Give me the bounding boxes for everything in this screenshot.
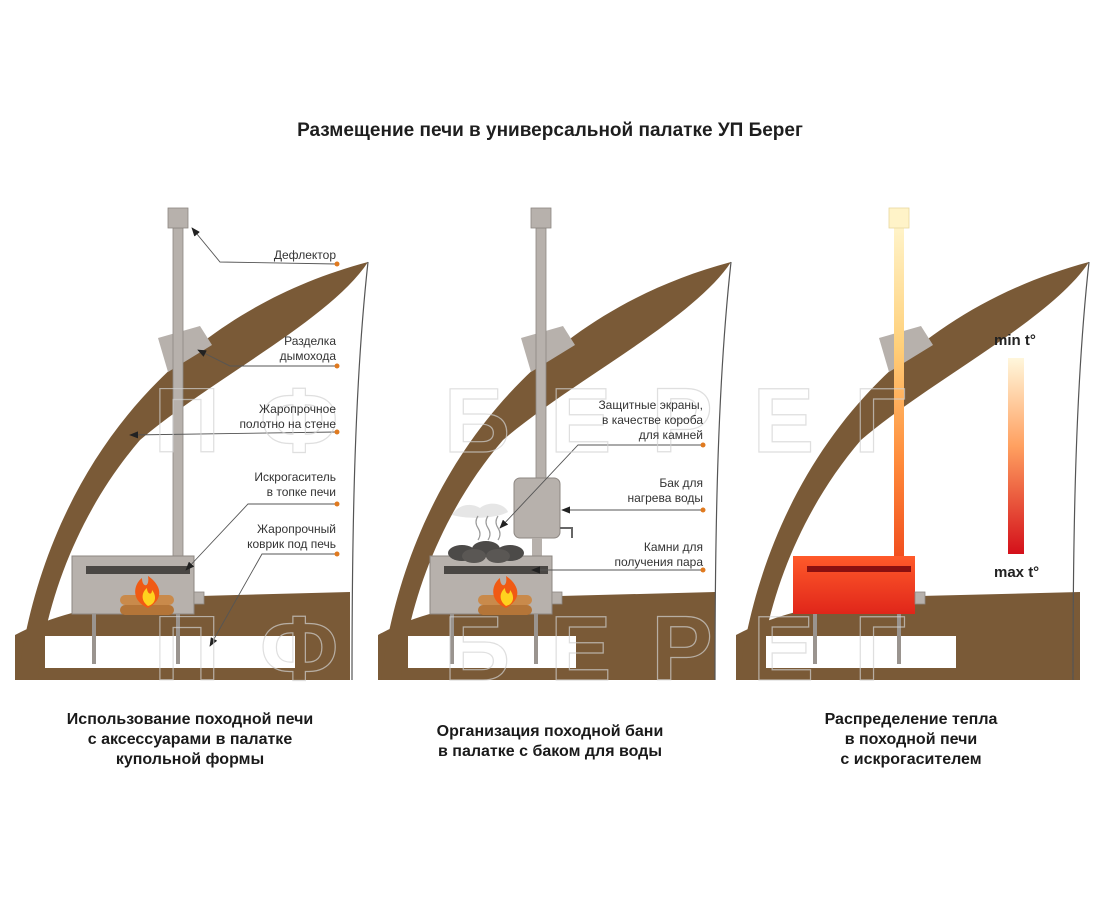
callout-line-screens [499, 444, 702, 529]
steam-icon [452, 503, 508, 518]
panel-3 [736, 207, 1090, 681]
callout-dot [700, 442, 706, 448]
deflector-panel-2 [530, 207, 552, 229]
stove-top-panel-1 [86, 566, 190, 574]
temperature-scale [1008, 358, 1024, 554]
tent-wall-panel-1 [351, 261, 369, 681]
stove-spout-panel-3 [914, 591, 926, 605]
label-water-tank: Бак для нагрева воды [627, 476, 703, 505]
stove-spout-panel-1 [193, 591, 205, 605]
callout-dot [700, 567, 706, 573]
floor-mat-panel-2 [408, 636, 576, 668]
label-chimney-passage: Разделка дымохода [279, 334, 336, 363]
stone [462, 549, 486, 563]
label-wall-cloth: Жаропрочное полотно на стене [239, 402, 336, 431]
steam-waves-icon [475, 515, 501, 541]
callout-line-spark-arrester [185, 503, 336, 571]
label-deflector: Дефлектор [273, 248, 336, 262]
heat-resistant-mat [45, 636, 295, 668]
callout-line-mat [209, 553, 336, 647]
fire-inner-icon [500, 588, 514, 606]
chimney-pipe-heat [894, 228, 904, 564]
callout-dot [334, 501, 340, 507]
scale-max-label: max t° [994, 564, 1040, 581]
deflector-panel-1 [167, 207, 189, 229]
callout-dot [334, 261, 340, 267]
stove-body-heat [793, 556, 915, 614]
label-stove-mat: Жаропрочный коврик под печь [247, 522, 336, 551]
chimney-passage-panel-3 [879, 326, 933, 372]
water-tap-icon [560, 527, 573, 538]
callout-line-wall-cloth [129, 431, 337, 439]
floor-mat-panel-3 [766, 636, 956, 668]
label-spark-arrester: Искрогаситель в топке печи [254, 470, 336, 499]
scale-min-label: min t° [994, 332, 1036, 349]
callout-line-deflector [191, 227, 337, 265]
caption-panel-3: Распределение тепла в походной печи с ис… [824, 711, 998, 768]
chimney-passage-panel-1 [158, 326, 212, 372]
stove-top-panel-2 [444, 566, 548, 574]
fire-inner-icon [142, 588, 156, 606]
panel-2 [378, 207, 732, 681]
caption-panel-2: Организация походной бани в палатке с ба… [436, 723, 664, 760]
stove-top-heat [807, 566, 911, 572]
label-steam-stones: Камни для получения пара [614, 540, 703, 569]
firewood [120, 605, 174, 615]
watermark-top: ПФ БЕРЕГ [154, 370, 947, 472]
tent-wall-panel-3 [1072, 261, 1090, 681]
deflector-heat [888, 207, 910, 229]
stove-spout-panel-2 [551, 591, 563, 605]
label-protective-screens: Защитные экраны, в качестве короба для к… [598, 398, 703, 442]
callout-dot [700, 507, 706, 513]
chimney-passage-panel-2 [521, 326, 575, 372]
caption-panel-1: Использование походной печи с аксессуара… [66, 711, 314, 768]
stone [486, 549, 510, 563]
water-tank [513, 477, 561, 539]
page-title: Размещение печи в универсальной палатке … [297, 120, 803, 141]
watermark-bottom: ПФ БЕРЕГ [154, 598, 947, 700]
tent-wall-panel-2 [714, 261, 732, 681]
chimney-lower-panel-2 [532, 538, 542, 560]
callout-dot [334, 363, 340, 369]
callout-dot [334, 551, 340, 557]
callout-dot [334, 429, 340, 435]
panel-1 [15, 207, 369, 681]
firewood [478, 605, 532, 615]
callout-line-chimney-passage [197, 349, 336, 367]
